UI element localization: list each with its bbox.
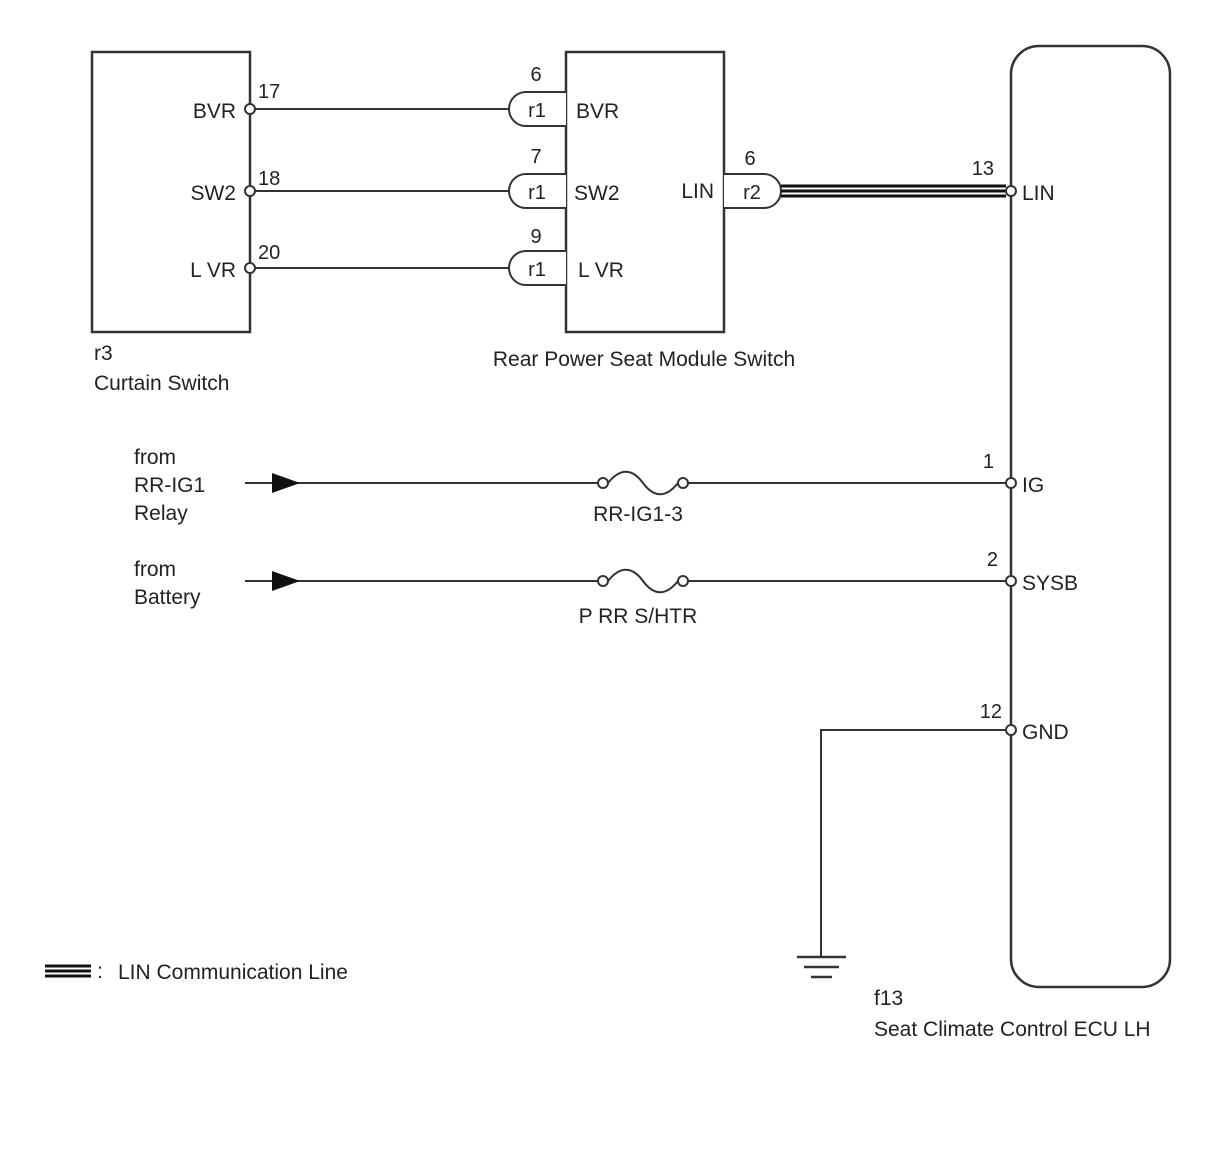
ecu-name: Seat Climate Control ECU LH bbox=[874, 1018, 1151, 1041]
ecu-pin-label-lin: LIN bbox=[1022, 182, 1055, 205]
module-switch-name: Rear Power Seat Module Switch bbox=[493, 348, 795, 371]
ecu-pin-number-12: 12 bbox=[980, 701, 1002, 723]
module-switch-pin-number-7: 7 bbox=[530, 146, 541, 168]
fuse-p-rr-s-htr-label: P RR S/HTR bbox=[579, 605, 698, 628]
connector-r1-sw2-label: r1 bbox=[528, 182, 546, 204]
ecu-pin-number-2: 2 bbox=[987, 549, 998, 571]
ecu-code: f13 bbox=[874, 987, 903, 1010]
module-switch-pin-label-lvr: L VR bbox=[578, 259, 624, 282]
fuse-rr-ig1-3-label: RR-IG1-3 bbox=[593, 503, 683, 526]
relay-source-line-3: Relay bbox=[134, 502, 188, 525]
lin-communication-line bbox=[781, 184, 1006, 198]
connector-r1-sw2: r1 bbox=[508, 173, 566, 209]
module-switch-pin-label-bvr: BVR bbox=[576, 100, 619, 123]
relay-source-line-2: RR-IG1 bbox=[134, 474, 205, 497]
fuse-rr-ig1-3-terminal-left bbox=[597, 477, 609, 489]
terminal-18 bbox=[244, 185, 256, 197]
connector-r1-lvr-label: r1 bbox=[528, 259, 546, 281]
fuse-p-rr-s-htr-icon bbox=[607, 568, 679, 594]
curtain-switch-pin-number-18: 18 bbox=[258, 168, 280, 190]
connector-r2-label: r2 bbox=[743, 182, 761, 204]
curtain-switch-pin-label-bvr: BVR bbox=[193, 100, 236, 123]
module-switch-pin-label-lin: LIN bbox=[681, 180, 714, 203]
curtain-switch-pin-label-sw2: SW2 bbox=[190, 182, 236, 205]
module-switch-pin-number-9: 9 bbox=[530, 226, 541, 248]
fuse-p-rr-s-htr-terminal-right bbox=[677, 575, 689, 587]
terminal-ecu-lin bbox=[1005, 185, 1017, 197]
ecu-pin-label-gnd: GND bbox=[1022, 721, 1069, 744]
legend-lin-line-icon bbox=[45, 964, 91, 978]
seat-climate-ecu-box bbox=[1009, 44, 1172, 989]
ecu-pin-number-13: 13 bbox=[972, 158, 994, 180]
terminal-ecu-ig bbox=[1005, 477, 1017, 489]
relay-arrow-icon bbox=[272, 473, 300, 493]
battery-arrow-icon bbox=[272, 571, 300, 591]
rear-power-seat-module-switch-box bbox=[564, 50, 726, 334]
fuse-rr-ig1-3-terminal-right bbox=[677, 477, 689, 489]
fuse-p-rr-s-htr-terminal-left bbox=[597, 575, 609, 587]
terminal-ecu-gnd bbox=[1005, 724, 1017, 736]
curtain-switch-box bbox=[90, 50, 252, 334]
connector-r1-bvr-label: r1 bbox=[528, 100, 546, 122]
terminal-17 bbox=[244, 103, 256, 115]
terminal-ecu-sysb bbox=[1005, 575, 1017, 587]
curtain-switch-pin-number-17: 17 bbox=[258, 81, 280, 103]
terminal-20 bbox=[244, 262, 256, 274]
connector-r2-lin: r2 bbox=[724, 173, 782, 209]
ecu-pin-number-1: 1 bbox=[983, 451, 994, 473]
module-switch-pin-number-6: 6 bbox=[530, 64, 541, 86]
battery-source-line-2: Battery bbox=[134, 586, 201, 609]
ground-icon bbox=[797, 955, 846, 979]
connector-r1-bvr: r1 bbox=[508, 91, 566, 127]
legend-label: LIN Communication Line bbox=[118, 961, 348, 984]
fuse-rr-ig1-3-icon bbox=[607, 470, 679, 496]
ecu-pin-label-ig: IG bbox=[1022, 474, 1044, 497]
curtain-switch-pin-number-20: 20 bbox=[258, 242, 280, 264]
ecu-pin-label-sysb: SYSB bbox=[1022, 572, 1078, 595]
module-switch-lin-pin-number: 6 bbox=[744, 148, 755, 170]
connector-r1-lvr: r1 bbox=[508, 250, 566, 286]
curtain-switch-code: r3 bbox=[94, 342, 113, 365]
wire-gnd bbox=[820, 729, 1006, 957]
relay-source-line-1: from bbox=[134, 446, 176, 469]
curtain-switch-name: Curtain Switch bbox=[94, 372, 229, 395]
legend-separator: : bbox=[97, 960, 103, 983]
module-switch-pin-label-sw2: SW2 bbox=[574, 182, 620, 205]
curtain-switch-pin-label-lvr: L VR bbox=[190, 259, 236, 282]
battery-source-line-1: from bbox=[134, 558, 176, 581]
